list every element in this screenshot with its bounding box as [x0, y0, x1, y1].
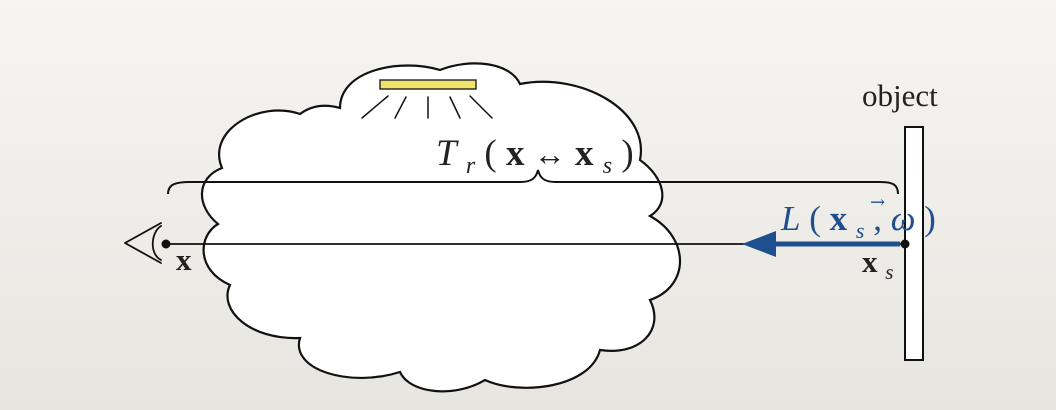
light-rays	[361, 95, 493, 119]
light-ray	[469, 95, 493, 119]
transmittance-close-paren: )	[621, 133, 633, 174]
light-source-icon	[379, 79, 477, 90]
transmittance-x: x	[506, 133, 525, 174]
light-ray	[361, 95, 389, 119]
transmittance-brace	[167, 169, 899, 195]
radiance-symbol: L	[780, 199, 800, 238]
transmittance-arrow: ↔	[534, 136, 566, 172]
radiance-omega-accent: →	[870, 192, 885, 213]
transmittance-label: T r ( x ↔ x s )	[436, 133, 634, 182]
radiance-label: L ( x s , ω )	[780, 199, 936, 246]
light-ray	[449, 96, 461, 119]
eye-point-dot	[161, 239, 171, 249]
participating-medium-cloud	[200, 62, 682, 393]
radiance-x: x	[830, 199, 848, 238]
radiance-label-group: L ( x s , ω ) →	[780, 192, 936, 246]
transmittance-symbol: T	[436, 133, 459, 174]
surface-point-label: x s	[862, 244, 893, 284]
transmittance-subscript: r	[466, 153, 476, 179]
transmittance-xs: x	[575, 133, 594, 174]
surface-point-x: x	[862, 244, 878, 279]
transmittance-xs-subscript: s	[603, 153, 612, 179]
radiance-omega: ω	[891, 199, 916, 238]
arrow-left-icon	[742, 231, 776, 257]
radiance-open-paren: (	[809, 199, 821, 238]
radiance-comma: ,	[873, 199, 891, 238]
radiance-x-subscript: s	[856, 218, 865, 243]
object-label: object	[862, 78, 938, 113]
light-ray	[394, 96, 407, 119]
eye-icon	[124, 222, 162, 264]
radiance-close-paren: )	[924, 199, 936, 238]
surface-point-subscript: s	[885, 260, 893, 284]
transmittance-open-paren: (	[484, 133, 496, 174]
eye-point-label: x	[176, 242, 192, 277]
surface-point-dot	[900, 239, 910, 249]
